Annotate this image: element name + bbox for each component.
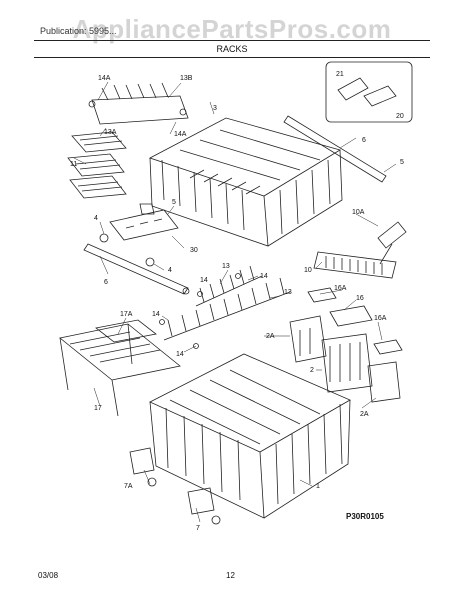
wheel-bracket-7a [129,447,157,487]
callout-10: 10 [304,267,312,274]
callout-13b: 13B [180,75,193,82]
upper-rack-3 [148,117,343,247]
callout-3: 3 [213,105,217,112]
callout-5-mid: 5 [172,199,176,206]
callout-2a-a: 2A [266,333,275,340]
footer-date: 03/08 [38,571,59,580]
inset-box-21-20 [325,61,413,123]
lower-rack-1 [149,353,351,519]
diagram-code: P30R0105 [346,512,384,521]
cup-shelf-17 [59,319,181,417]
callout-7: 7 [196,525,200,532]
callout-16a-a: 16A [334,285,347,292]
callout-6-bottom: 6 [104,279,108,286]
callout-13a: 13A [104,129,117,136]
callout-1: 1 [316,483,320,490]
rack-rail-6-bottom [83,243,190,295]
callout-11: 11 [70,161,77,168]
tine-row-13-right [159,277,291,349]
leader-lines [73,81,397,523]
callout-2a-b: 2A [360,411,369,418]
site-watermark: AppliancePartsPros.com [72,14,392,44]
shelf-11 [67,153,127,199]
rack-rail-6-top [283,115,387,183]
callout-21: 21 [336,71,344,78]
shelf-13a [71,131,127,153]
callout-17: 17 [94,405,102,412]
callout-20: 20 [396,113,404,120]
callout-5-top: 5 [400,159,404,166]
wheel-carrier-10 [313,221,407,279]
callout-7a: 7A [124,483,133,490]
callout-4-a: 4 [94,215,98,222]
footer-page-number: 12 [226,571,235,580]
wheel-bracket-7 [187,487,221,525]
callout-2: 2 [310,367,314,374]
callout-13-b: 13 [284,289,292,296]
callout-6-top: 6 [362,137,366,144]
tine-clip-13b [88,82,189,125]
tine-row-13-left [195,265,263,307]
callout-30: 30 [190,247,198,254]
header-rule-bottom [34,57,430,58]
callout-16a-b: 16A [374,315,387,322]
callout-10a: 10A [352,209,365,216]
callout-14-c: 14 [152,311,160,318]
callout-13-a: 13 [222,263,230,270]
rack-clip-30 [99,203,179,267]
section-title: RACKS [216,44,248,54]
callout-14-d: 14 [176,351,184,358]
basket-covers-16 [307,287,403,355]
callout-14-b: 14 [260,273,268,280]
callout-16: 16 [356,295,364,302]
callout-14a-mid: 14A [174,131,187,138]
callout-14-a: 14 [200,277,208,284]
callout-4-b: 4 [168,267,172,274]
callout-14a-top: 14A [98,75,111,82]
callout-17a: 17A [120,311,133,318]
header-rule-top [34,40,430,41]
publication-line: Publication: 5995... [40,26,117,36]
silverware-baskets-2 [289,315,401,403]
